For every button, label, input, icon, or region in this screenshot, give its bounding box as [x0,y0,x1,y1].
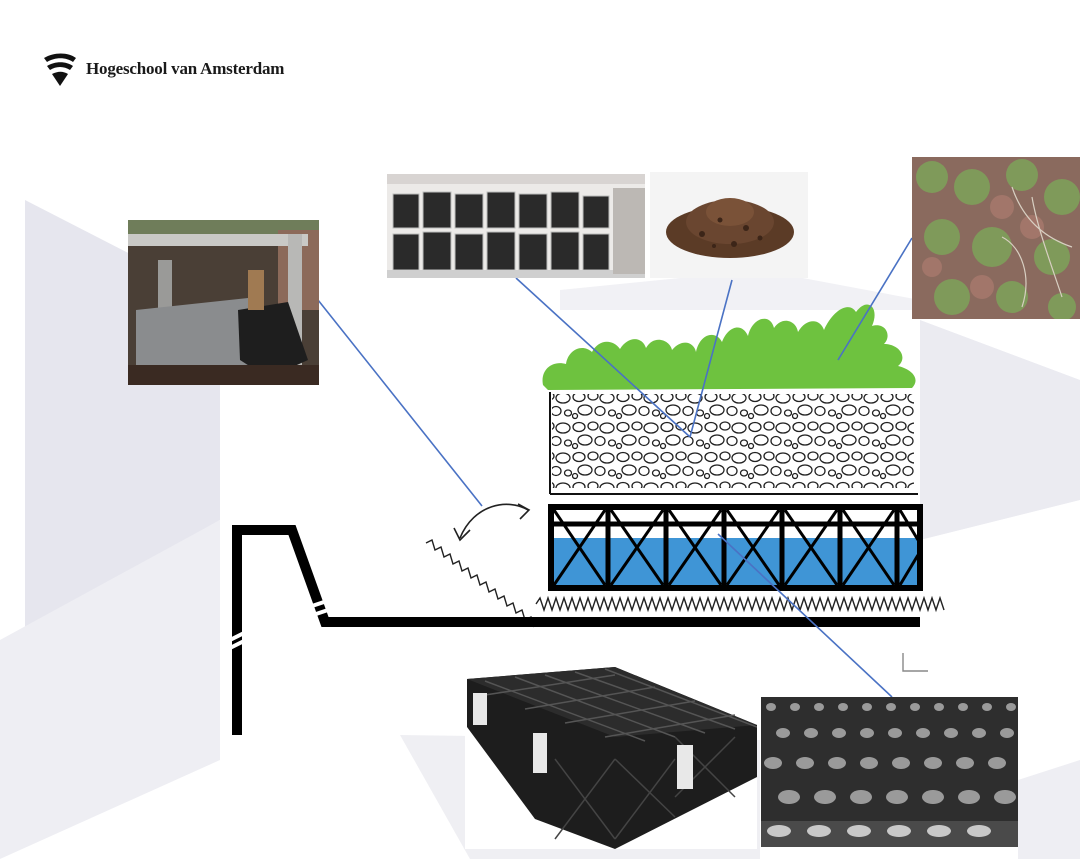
brand-name: Hogeschool van Amsterdam [86,59,285,78]
callout-gutter [317,299,483,507]
drainage-mat-layer [425,539,945,628]
corner-mark [902,653,928,672]
photo-jars [387,174,645,278]
callout-sedum [837,237,913,361]
water-crate-layer [548,504,923,591]
photo-substrate [650,172,808,278]
photo-crates [465,667,757,849]
substrate-layer [549,392,918,495]
brand-logo: Hogeschool van Amsterdam [42,52,284,86]
callout-lines [317,237,913,698]
photo-sedum [912,157,1080,319]
roof-structure [232,525,920,735]
photo-drainmat [761,697,1018,847]
photo-gutter [128,220,319,385]
hva-logo-icon [44,53,76,86]
rotate-arrow-icon [453,503,531,542]
callout-substrate [689,279,733,438]
vegetation-layer [542,304,916,390]
roof-breaks [229,598,335,650]
callout-crates [717,533,893,698]
callout-jars [515,277,691,438]
